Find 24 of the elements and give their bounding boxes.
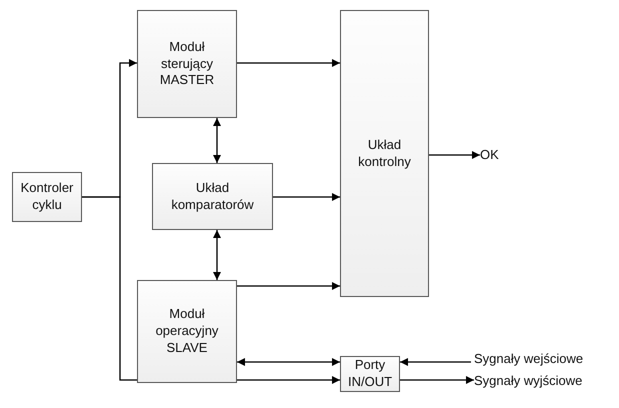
block-box [340,10,429,297]
arrow [213,118,221,163]
arrow [237,358,340,366]
arrow [400,376,474,384]
block-label: Moduł operacyjny SLAVE [154,306,220,357]
arrow [429,151,480,159]
arrow [213,230,221,280]
block-label: Kontroler cyklu [20,180,74,214]
output-label: OK [480,145,520,165]
output-label: Sygnały wyjściowe [474,372,614,390]
input-label: Sygnały wejściowe [474,350,614,368]
block-label: Porty IN/OUT [346,357,394,391]
block-label: Układ kontrolny [357,136,412,170]
arrow [273,193,340,201]
block-box [340,356,400,392]
block-box [152,163,273,230]
arrow [237,59,340,67]
block-label: Układ komparatorów [170,180,255,214]
block-box [137,10,237,118]
block-label: Moduł sterujący MASTER [158,38,216,90]
arrow [237,282,340,290]
block-box [137,280,237,383]
arrow [400,358,471,366]
block-box [12,172,82,222]
